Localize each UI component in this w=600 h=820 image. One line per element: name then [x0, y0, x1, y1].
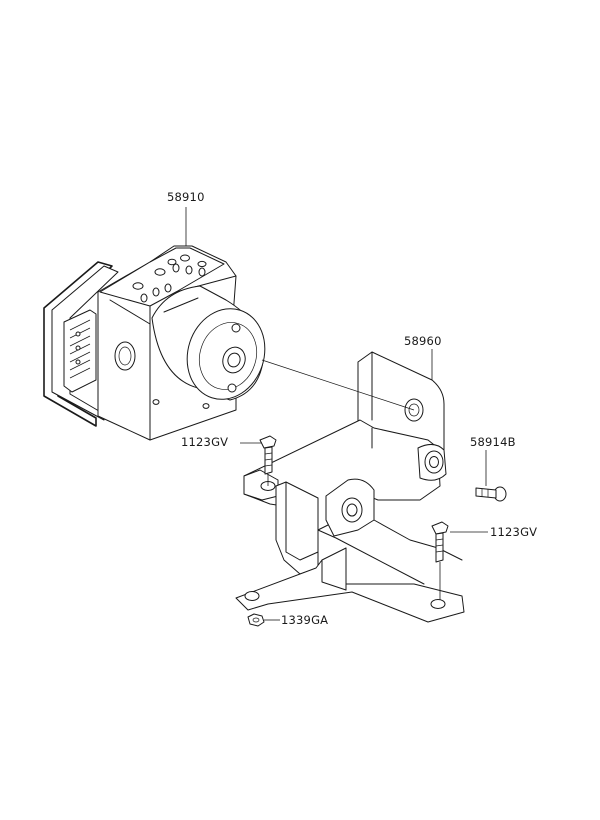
bolt-right: [431, 521, 449, 600]
label-nut: 1339GA: [281, 613, 329, 627]
label-bolt-side: 58914B: [470, 435, 516, 449]
abs-hydraulic-unit: [43, 245, 266, 441]
bolt-left: [259, 435, 277, 486]
bolt-side: [475, 486, 507, 502]
label-bolt-left: 1123GV: [181, 435, 229, 449]
label-abs-unit: 58910: [167, 190, 205, 204]
label-bolt-right: 1123GV: [490, 525, 538, 539]
nut: [247, 613, 265, 627]
label-bracket: 58960: [404, 334, 442, 348]
mounting-bracket: [235, 351, 465, 623]
